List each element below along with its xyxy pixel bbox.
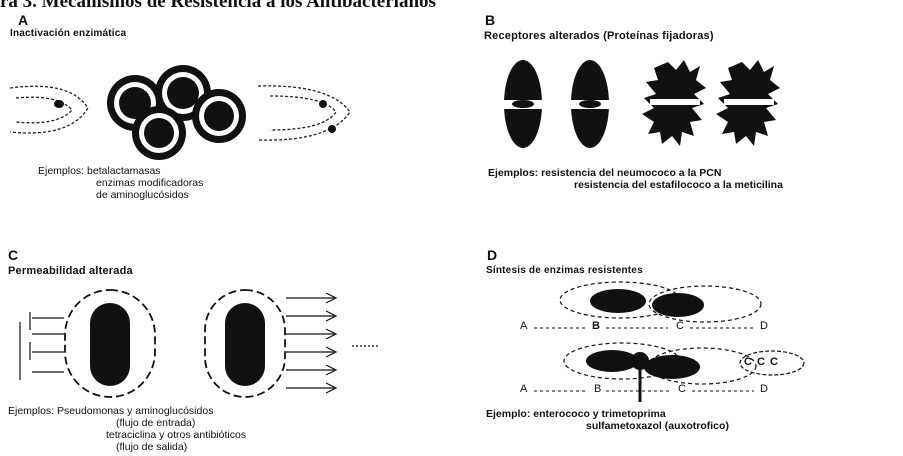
panel-d-cell-top	[560, 282, 761, 322]
panel-b-altered-gap-2	[724, 99, 774, 105]
panel-a-left-cell	[10, 86, 88, 133]
panel-d-ccc-outline	[740, 351, 804, 375]
panel-a-right-dot-2	[328, 125, 336, 133]
panel-a-right-dot	[319, 100, 327, 108]
panel-c-influx-arrows	[20, 312, 64, 380]
panel-c-cell-right	[205, 290, 285, 397]
panel-b-normal-receptors	[503, 60, 610, 148]
panel-c-cell-left	[65, 290, 155, 397]
panel-b-altered-gap-1	[650, 99, 700, 105]
panel-a-enzyme-cluster	[107, 65, 246, 160]
panel-d-cell-bottom	[564, 343, 756, 402]
panel-a-right-cell	[258, 86, 350, 140]
panel-a-left-dot	[54, 100, 64, 108]
panel-c-efflux-arrows	[286, 293, 378, 393]
